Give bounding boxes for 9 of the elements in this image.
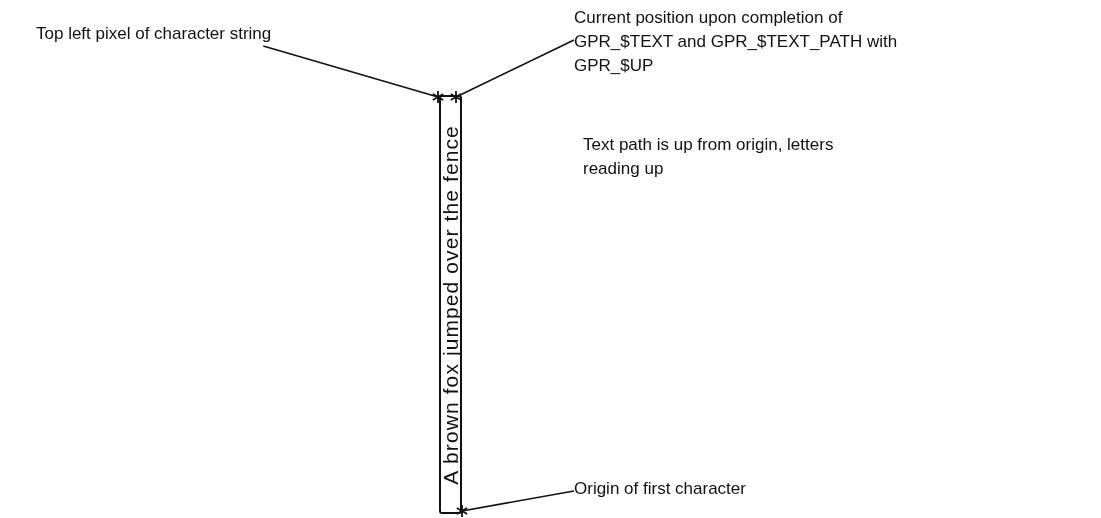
star-mark-icon (456, 505, 468, 517)
callout-text: Current position upon completion of GPR_$TEXT and GPR_$TEXT_PATH with GPR_$UP (574, 6, 934, 78)
rotated-text-string: A brown fox jumped over the fence (440, 124, 461, 485)
text-string-box (439, 95, 462, 514)
callout-text: Origin of first character (574, 477, 814, 501)
star-mark-icon (450, 91, 462, 103)
note-text: Text path is up from origin, letters reading up (583, 134, 835, 180)
star-mark-icon (432, 91, 444, 103)
callout-text: Top left pixel of character string (36, 22, 272, 46)
